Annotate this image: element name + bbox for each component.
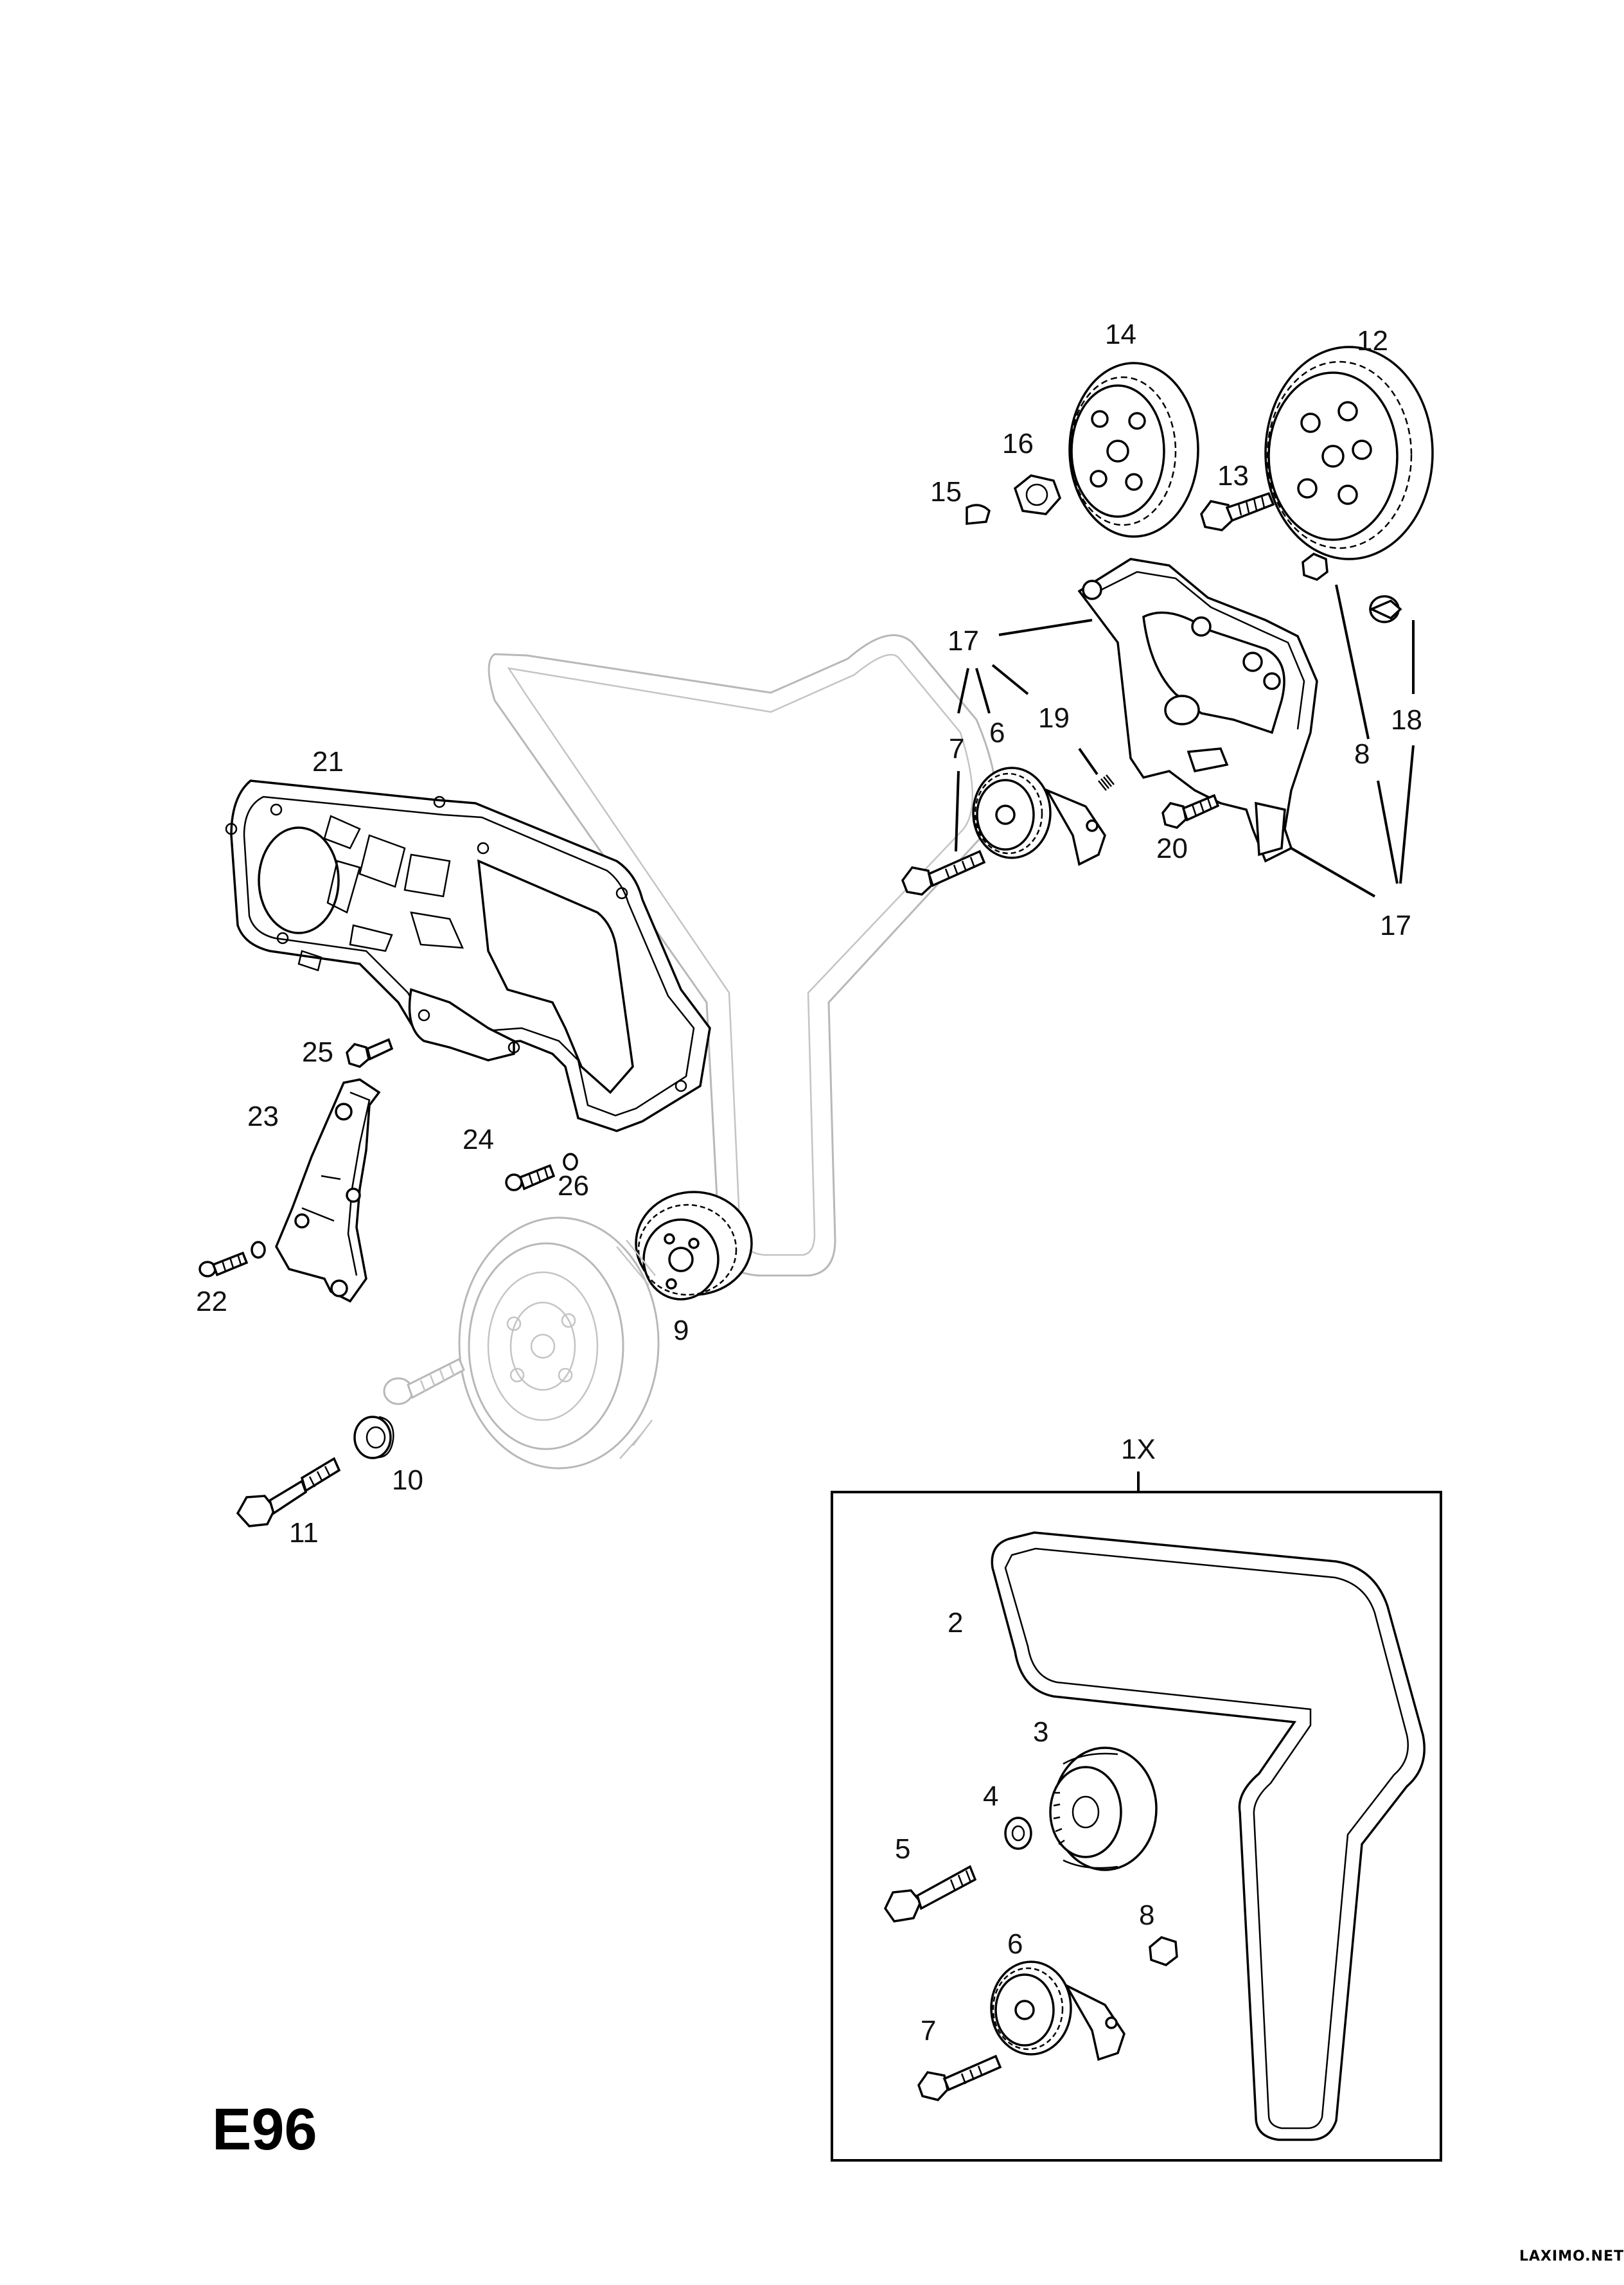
camshaft-sprocket-14[interactable] [1068,362,1199,538]
bolt-24[interactable] [505,1164,556,1191]
watermark: LAXIMO.NET [1519,2248,1624,2264]
callout-7-main: 7 [949,733,964,765]
nut-8-kit[interactable] [1149,1936,1178,1966]
callout-20: 20 [1156,833,1188,864]
idler-pulley-3[interactable] [1049,1747,1158,1871]
callout-numbers: 14 12 16 15 13 17 19 18 7 6 8 20 17 21 2… [196,319,1422,2047]
camshaft-sprocket-12[interactable] [1264,346,1434,560]
pulley-bolt-ghost [383,1357,465,1405]
callout-23: 23 [247,1101,279,1132]
bolt-22[interactable] [199,1251,249,1277]
washer-22[interactable] [251,1241,266,1259]
callout-15: 15 [930,476,962,508]
callout-13: 13 [1217,460,1249,492]
bolt-13[interactable] [1200,492,1275,531]
timing-cover[interactable] [225,779,711,1132]
bolt-7-main[interactable] [901,849,986,896]
tensioner-6-main[interactable] [972,767,1106,866]
callout-17-bottom: 17 [1380,910,1411,941]
callout-9: 9 [673,1315,689,1346]
callout-8-main: 8 [1354,738,1370,770]
callout-22: 22 [196,1286,227,1317]
bolt-20[interactable] [1161,794,1220,829]
callout-6-kit: 6 [1007,1928,1023,1960]
callout-19: 19 [1038,702,1070,734]
bolt-11[interactable] [236,1457,341,1527]
bracket-17[interactable] [1077,558,1318,863]
kit-label-1x: 1X [1121,1434,1156,1465]
callout-4: 4 [983,1781,998,1812]
callout-24: 24 [463,1124,494,1155]
callout-7-kit: 7 [921,2015,936,2047]
callout-14: 14 [1105,319,1136,350]
callout-16: 16 [1002,428,1034,459]
diagram-code: E96 [212,2097,317,2162]
washer-10[interactable] [353,1416,394,1459]
callout-25: 25 [302,1036,333,1068]
bracket-23[interactable] [275,1078,381,1303]
callout-5: 5 [895,1833,910,1865]
washer-4[interactable] [1004,1817,1032,1850]
nut-8-top[interactable] [1302,552,1328,581]
key-15[interactable] [966,504,991,525]
crank-pulley-ghost [458,1216,660,1470]
timing-belt-ghost [488,634,997,1277]
callout-2: 2 [948,1607,963,1639]
kit-1x-frame [831,1491,1442,2162]
callout-12: 12 [1357,325,1388,357]
callout-10: 10 [392,1464,423,1496]
bolt-25[interactable] [346,1038,394,1068]
spring-19[interactable] [1098,774,1115,791]
plug-18[interactable] [1368,595,1402,623]
tensioner-6-kit[interactable] [990,1960,1125,2061]
crank-sprocket-9[interactable] [635,1191,753,1301]
callout-3: 3 [1033,1716,1048,1748]
bolt-5[interactable] [883,1865,977,1923]
callout-26: 26 [558,1170,589,1202]
nut-16[interactable] [1013,474,1062,515]
bolt-7-kit[interactable] [917,2054,1002,2101]
callout-21: 21 [312,746,344,778]
callout-11: 11 [289,1517,319,1549]
callout-17-top: 17 [948,625,979,657]
leader-lines [955,584,1415,898]
callout-8-kit: 8 [1139,1899,1154,1931]
washer-26[interactable] [563,1153,578,1171]
timing-belt-2[interactable] [991,1531,1425,2141]
callout-6-main: 6 [989,717,1005,749]
callout-18: 18 [1391,704,1422,736]
